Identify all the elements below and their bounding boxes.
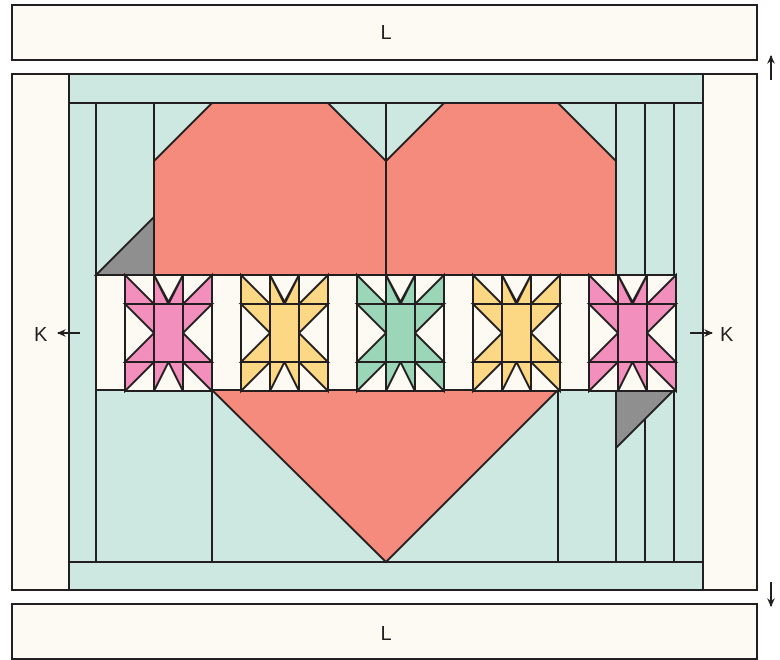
side-left-label: K	[34, 324, 48, 346]
border-bottom-label: L	[380, 623, 391, 645]
star-row	[96, 275, 676, 391]
heart-lobe-left	[154, 103, 386, 275]
star-center	[270, 304, 299, 362]
star-center	[618, 304, 647, 362]
side-right-label: K	[720, 324, 734, 346]
border-top-label: L	[380, 22, 391, 44]
star-center	[386, 304, 415, 362]
star-center	[502, 304, 531, 362]
star-center	[154, 304, 183, 362]
heart-lobe-right	[386, 103, 616, 275]
